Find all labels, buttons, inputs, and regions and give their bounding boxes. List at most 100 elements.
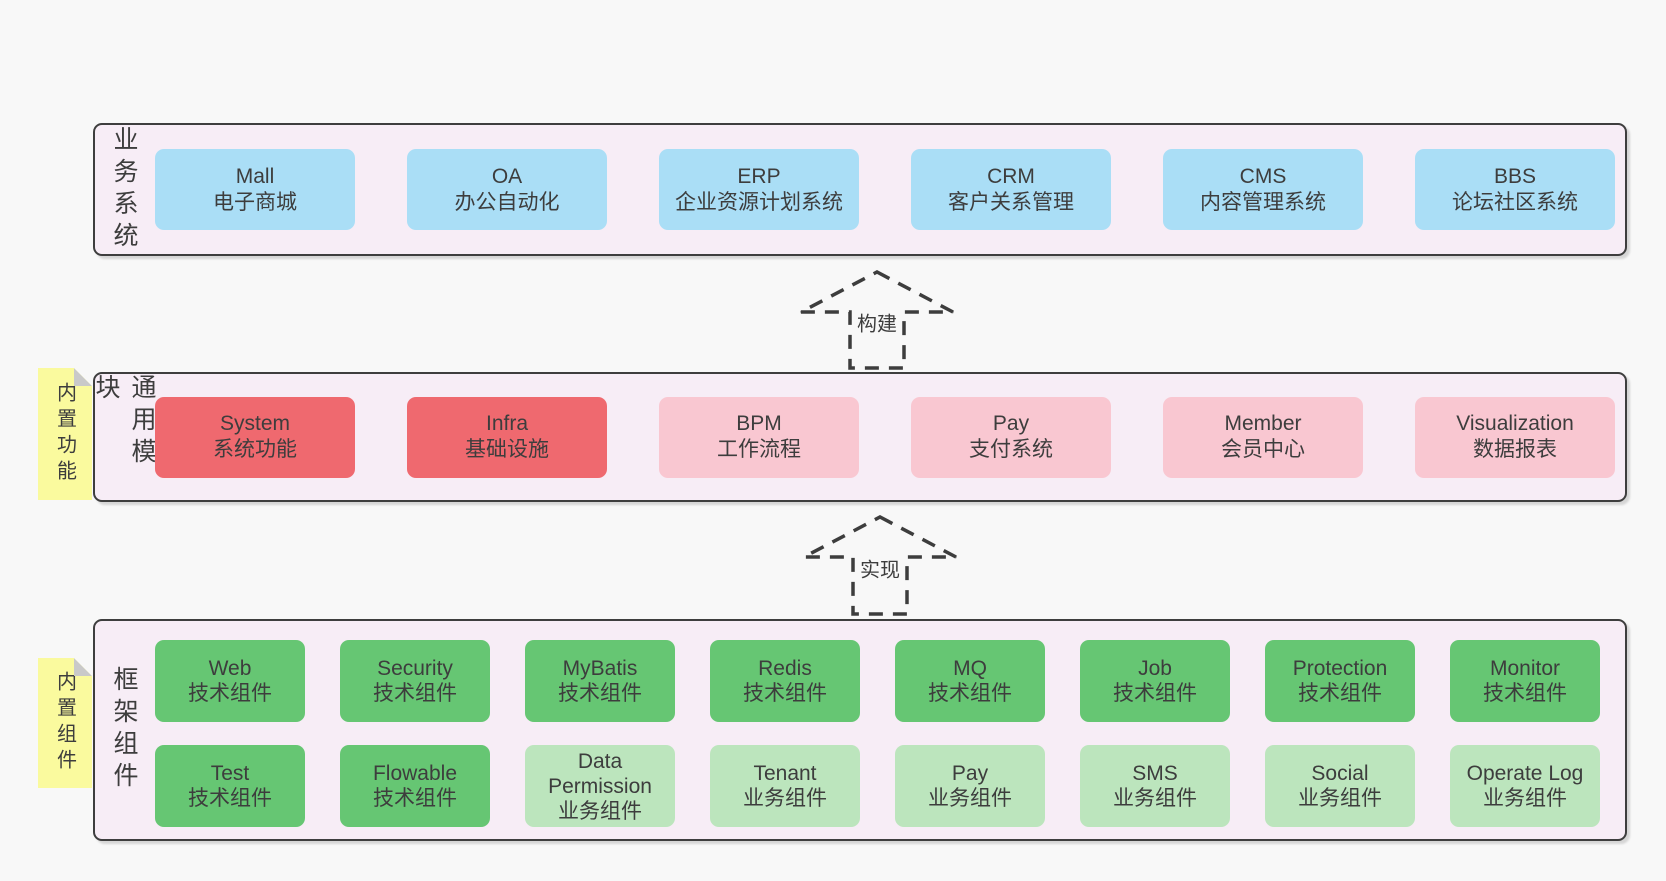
box-subtitle: 客户关系管理: [948, 190, 1074, 214]
box-subtitle: 技术组件: [188, 682, 272, 705]
box-title: Job: [1138, 657, 1172, 680]
box-flowable: Flowable 技术组件: [340, 745, 490, 827]
box-operate-log: Operate Log 业务组件: [1450, 745, 1600, 827]
box-subtitle: 业务组件: [928, 787, 1012, 810]
box-subtitle: 企业资源计划系统: [675, 190, 843, 214]
box-title: Protection: [1292, 657, 1388, 680]
box-subtitle: 技术组件: [373, 682, 457, 705]
layer-framework-components: 框架组件 Web 技术组件 Security 技术组件 MyBatis 技术组件…: [93, 619, 1627, 841]
box-title: CMS: [1239, 164, 1287, 188]
box-bbs: BBS 论坛社区系统: [1415, 149, 1615, 230]
box-redis: Redis 技术组件: [710, 640, 860, 722]
box-subtitle: 技术组件: [1483, 682, 1567, 705]
box-infra: Infra 基础设施: [407, 396, 607, 478]
box-title: Monitor: [1489, 657, 1561, 680]
box-pay-component: Pay 业务组件: [895, 745, 1045, 827]
box-security: Security 技术组件: [340, 640, 490, 722]
arrow-label-build: 构建: [852, 306, 902, 338]
box-data-permission: Data Permission 业务组件: [525, 745, 675, 827]
box-cms: CMS 内容管理系统: [1163, 149, 1363, 230]
box-title: Mall: [235, 164, 275, 188]
box-subtitle: 电子商城: [213, 190, 297, 214]
box-title: Member: [1224, 412, 1302, 435]
business-box-row: Mall 电子商城 OA 办公自动化 ERP 企业资源计划系统 CRM 客户关系…: [155, 125, 1615, 254]
arrow-label-implement: 实现: [855, 552, 905, 584]
up-arrow-dashed-implement-icon: [803, 515, 957, 616]
layer-business-systems: 业务系统 Mall 电子商城 OA 办公自动化 ERP 企业资源计划系统 CRM…: [93, 123, 1627, 256]
box-bpm: BPM 工作流程: [659, 396, 859, 478]
box-subtitle: 工作流程: [717, 438, 801, 461]
box-title: BBS: [1493, 164, 1537, 188]
box-system: System 系统功能: [155, 396, 355, 478]
box-web: Web 技术组件: [155, 640, 305, 722]
box-subtitle: 业务组件: [558, 799, 642, 823]
box-subtitle: 系统功能: [213, 438, 297, 461]
box-subtitle: 内容管理系统: [1200, 190, 1326, 214]
box-subtitle: 办公自动化: [454, 190, 560, 214]
box-subtitle: 业务组件: [1298, 787, 1382, 810]
box-protection: Protection 技术组件: [1265, 640, 1415, 722]
box-subtitle: 业务组件: [743, 787, 827, 810]
box-sms: SMS 业务组件: [1080, 745, 1230, 827]
box-subtitle: 会员中心: [1221, 438, 1305, 461]
box-monitor: Monitor 技术组件: [1450, 640, 1600, 722]
box-social: Social 业务组件: [1265, 745, 1415, 827]
box-title: Data Permission: [548, 749, 652, 798]
box-title: CRM: [987, 164, 1035, 188]
box-title: Redis: [758, 657, 812, 680]
box-subtitle: 数据报表: [1473, 438, 1557, 461]
box-title: ERP: [737, 164, 781, 188]
box-title: SMS: [1132, 762, 1178, 785]
box-title: Security: [377, 657, 453, 680]
box-mybatis: MyBatis 技术组件: [525, 640, 675, 722]
box-tenant: Tenant 业务组件: [710, 745, 860, 827]
box-subtitle: 技术组件: [558, 682, 642, 705]
box-job: Job 技术组件: [1080, 640, 1230, 722]
box-title: Test: [210, 762, 250, 785]
box-title: Pay: [951, 762, 989, 785]
sticky-note-label: 内置组件: [53, 671, 76, 775]
module-box-row: System 系统功能 Infra 基础设施 BPM 工作流程 Pay 支付系统…: [155, 374, 1615, 500]
box-test: Test 技术组件: [155, 745, 305, 827]
box-subtitle: 技术组件: [188, 787, 272, 810]
box-title: Flowable: [372, 762, 458, 785]
box-subtitle: 技术组件: [743, 682, 827, 705]
box-pay-system: Pay 支付系统: [911, 396, 1111, 478]
box-title: MQ: [953, 657, 987, 680]
box-member: Member 会员中心: [1163, 396, 1363, 478]
layer-side-label: 框架组件: [110, 666, 138, 794]
box-mall: Mall 电子商城: [155, 149, 355, 230]
folded-corner-icon: [74, 658, 92, 676]
box-subtitle: 技术组件: [373, 787, 457, 810]
sticky-note-built-in-features: 内置功能: [38, 368, 92, 500]
box-subtitle: 技术组件: [1113, 682, 1197, 705]
box-title: MyBatis: [562, 657, 638, 680]
layer-common-modules: 通用模块 System 系统功能 Infra 基础设施 BPM 工作流程 Pay…: [92, 372, 1627, 502]
sticky-note-built-in-components: 内置组件: [38, 658, 92, 788]
box-title: Operate Log: [1466, 762, 1584, 785]
box-title: System: [219, 412, 290, 435]
box-subtitle: 支付系统: [969, 438, 1053, 461]
box-subtitle: 论坛社区系统: [1452, 190, 1578, 214]
box-title: BPM: [736, 412, 782, 435]
box-mq: MQ 技术组件: [895, 640, 1045, 722]
box-title: Tenant: [753, 762, 817, 785]
box-subtitle: 业务组件: [1483, 787, 1567, 810]
box-title: Visualization: [1456, 412, 1574, 435]
box-subtitle: 业务组件: [1113, 787, 1197, 810]
layer-side-label: 通用模块: [92, 374, 156, 470]
box-subtitle: 技术组件: [1298, 682, 1382, 705]
box-oa: OA 办公自动化: [407, 149, 607, 230]
up-arrow-dashed-build-icon: [800, 270, 954, 370]
layer-side-label: 业务系统: [110, 125, 138, 254]
box-visualization: Visualization 数据报表: [1415, 396, 1615, 478]
sticky-note-label: 内置功能: [53, 382, 76, 486]
box-title: Pay: [992, 412, 1030, 435]
box-subtitle: 基础设施: [465, 438, 549, 461]
box-erp: ERP 企业资源计划系统: [659, 149, 859, 230]
component-row-2: Test 技术组件 Flowable 技术组件 Data Permission …: [155, 745, 1600, 827]
box-subtitle: 技术组件: [928, 682, 1012, 705]
box-title: Social: [1311, 762, 1369, 785]
box-crm: CRM 客户关系管理: [911, 149, 1111, 230]
